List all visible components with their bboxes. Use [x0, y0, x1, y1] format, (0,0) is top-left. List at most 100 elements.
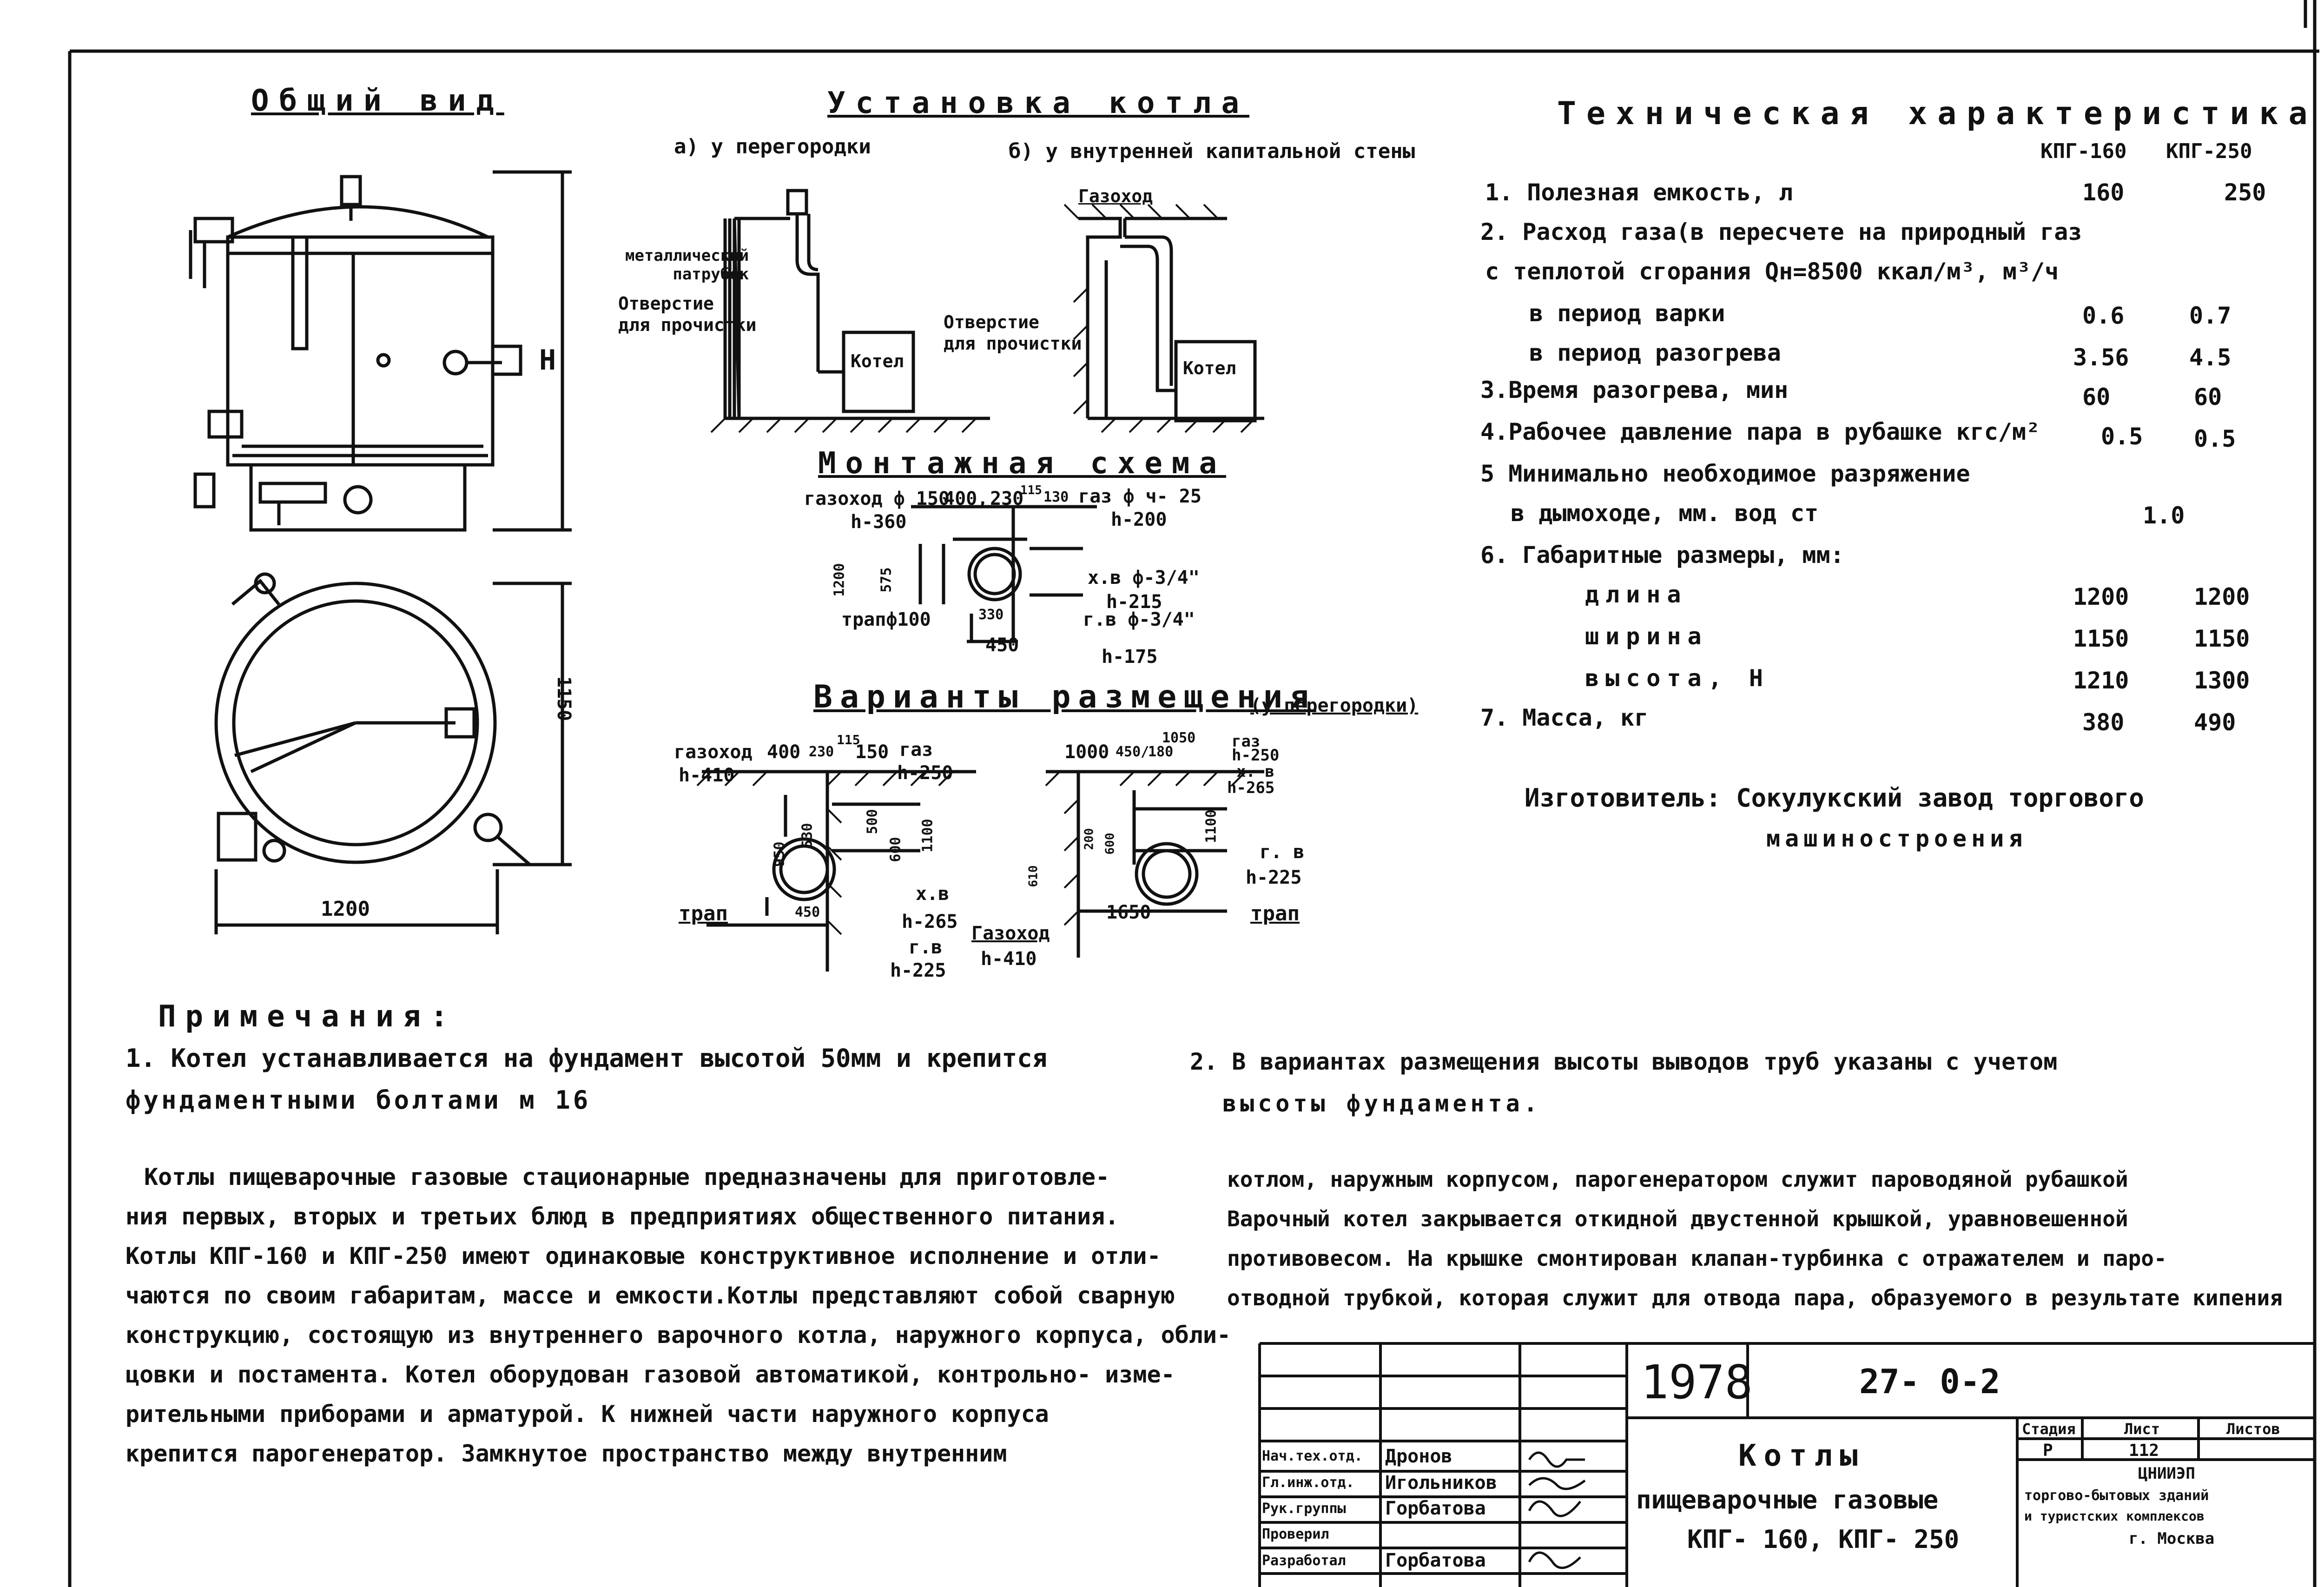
mounting-scheme-diagram	[911, 505, 1097, 643]
mount-gas: газ ф ч- 25	[1078, 486, 1202, 507]
stamp-org-3: и туристских комплексов	[2024, 1508, 2205, 1524]
tech-row-v2: 250	[2224, 179, 2266, 206]
mount-h200: h-200	[1111, 509, 1167, 530]
tech-row-label: 5 Минимально необходимое разряжение	[1480, 460, 1970, 487]
tech-row-label: 2. Расход газа(в пересчете на природный …	[1480, 218, 2082, 245]
note1-line1: 1. Котел устанавливается на фундамент вы…	[125, 1044, 1048, 1073]
installation-b-label: б) у внутренней капитальной стены	[1009, 139, 1415, 163]
boiler-side-view	[189, 175, 522, 532]
note2-line2: высоты фундамента.	[1222, 1090, 1541, 1117]
stamp-name: Горбатова	[1385, 1498, 1486, 1519]
stamp-role: Разработал	[1262, 1553, 1346, 1569]
var-right-d1050: 1050	[1162, 730, 1196, 746]
installation-a-diagram	[723, 189, 990, 420]
dimension-1200: 1200	[321, 897, 370, 921]
stamp-code: 27- 0-2	[1859, 1362, 2000, 1401]
description-line: противовесом. На крышке смонтирован клап…	[1227, 1246, 2167, 1271]
mount-gv: г.в ф-3/4"	[1083, 609, 1195, 630]
mount-h215: h-215	[1106, 591, 1162, 613]
var-left-d600: 600	[887, 837, 904, 862]
var-left-d150: 150	[855, 741, 889, 763]
dimension-h: H	[539, 344, 556, 377]
var-left-h410b: h-410	[981, 948, 1037, 970]
tech-row-v2: 490	[2194, 709, 2236, 736]
dimension-1150: 1150	[553, 676, 575, 721]
cleaning-opening-a-label: Отверстие для прочистки	[618, 293, 757, 335]
cleaning-opening-b-label: Отверстие для прочистки	[944, 312, 1082, 354]
var-right-gas: газ	[1232, 732, 1261, 751]
stamp-stage-value: Р	[2043, 1441, 2053, 1460]
var-left-h225: h-225	[890, 960, 946, 981]
mount-d130: 130	[1043, 489, 1069, 505]
description-line: котлом, наружным корпусом, парогенератор…	[1227, 1167, 2128, 1192]
stamp-name: Игольников	[1385, 1472, 1497, 1494]
signatures	[1528, 1451, 1586, 1569]
stamp-role: Гл.инж.отд.	[1262, 1475, 1354, 1491]
tech-row-v1: 1210	[2073, 667, 2129, 694]
mount-xv: х.в ф-3/4"	[1088, 567, 1200, 589]
general-view-title: Общий вид	[251, 84, 504, 118]
variants-note: (у перегородки)	[1250, 695, 1419, 716]
tech-row-v1: 0.6	[2082, 302, 2125, 329]
stamp-org-4: г. Москва	[2129, 1529, 2215, 1548]
tech-col1-header: КПГ-160	[2040, 139, 2127, 163]
tech-row-label: 1. Полезная емкость, л	[1485, 179, 1793, 206]
mount-d330: 330	[978, 607, 1004, 623]
description-left: Котлы пищеварочные газовые стационарные …	[125, 1157, 1231, 1474]
tech-col2-header: КПГ-250	[2166, 139, 2252, 163]
var-right-d1000: 1000	[1064, 741, 1109, 763]
description-right: котлом, наружным корпусом, парогенератор…	[1227, 1160, 2283, 1318]
var-left-d400: 400	[767, 741, 801, 763]
mount-d1200: 1200	[831, 563, 848, 597]
tech-row-v1: 380	[2082, 709, 2125, 736]
tech-row-v1: 1150	[2073, 625, 2129, 652]
var-left-d230: 230	[809, 744, 834, 760]
description-line: Котлы КПГ-160 и КПГ-250 имеют одинаковые…	[125, 1243, 1161, 1270]
tech-row-v2: 1300	[2194, 667, 2250, 694]
notes-title: Примечания:	[158, 999, 457, 1034]
tech-row-v1: 1.0	[2143, 502, 2185, 529]
tech-row-label: с теплотой сгорания Qн=8500 ккал/м³, м³/…	[1485, 258, 2059, 285]
mount-d115: 115	[1020, 483, 1042, 497]
var-left-d450: 450	[795, 904, 820, 920]
tech-row-v1: 160	[2082, 179, 2125, 206]
var-right-d1100: 1100	[1203, 809, 1220, 843]
var-left-h250: h-250	[897, 762, 953, 784]
tech-title: Техническая характеристика	[1557, 95, 2318, 132]
description-line: цовки и постамента. Котел оборудован газ…	[125, 1361, 1175, 1388]
stamp-sheets-header: Листов	[2226, 1420, 2280, 1438]
stamp-year: 1978	[1641, 1355, 1753, 1409]
tech-row-label: 3.Время разогрева, мин	[1480, 377, 1789, 403]
tech-row-v2: 60	[2194, 384, 2222, 410]
manufacturer-line2: машиностроения	[1766, 825, 2027, 852]
tech-row-v1: 3.56	[2073, 344, 2129, 371]
tech-row-label: в период разогрева	[1529, 339, 1781, 366]
stamp-role: Нач.тех.отд.	[1262, 1448, 1363, 1464]
var-right-h225: h-225	[1246, 867, 1302, 888]
metal-pipe-label: металлический патрубок	[625, 246, 749, 284]
tech-row-label: в дымоходе, мм. вод ст	[1511, 500, 1819, 527]
description-line: крепится парогенератор. Замкнутое простр…	[125, 1440, 1007, 1467]
var-left-gas: газ	[899, 739, 933, 760]
var-left-d1100: 1100	[919, 819, 936, 853]
var-right-d600: 600	[1103, 833, 1117, 855]
var-left-gv: г.в	[909, 937, 943, 958]
mount-d230: 230	[990, 488, 1024, 509]
installation-title: Установка котла	[827, 86, 1249, 120]
var-left-d950: 950	[771, 841, 788, 867]
description-line: конструкцию, состоящую из внутреннего ва…	[125, 1322, 1231, 1349]
boiler-b-label: Котел	[1183, 358, 1236, 378]
tech-row-label: 7. Масса, кг	[1480, 704, 1649, 731]
mount-h360: h-360	[851, 511, 907, 533]
var-left-h265: h-265	[902, 911, 958, 932]
var-left-xv: х.в	[916, 883, 950, 905]
tech-row-label: высота, Н	[1585, 665, 1769, 692]
variant-left-diagram	[702, 770, 976, 972]
mount-flue: газоход ф 150	[804, 488, 950, 509]
var-left-d115: 115	[837, 732, 860, 747]
var-right-h265: h-265	[1227, 779, 1275, 797]
stamp-name: Горбатова	[1385, 1550, 1486, 1571]
mounting-scheme-title: Монтажная схема	[818, 446, 1226, 481]
tech-row-label: 6. Габаритные размеры, мм:	[1480, 542, 1844, 569]
